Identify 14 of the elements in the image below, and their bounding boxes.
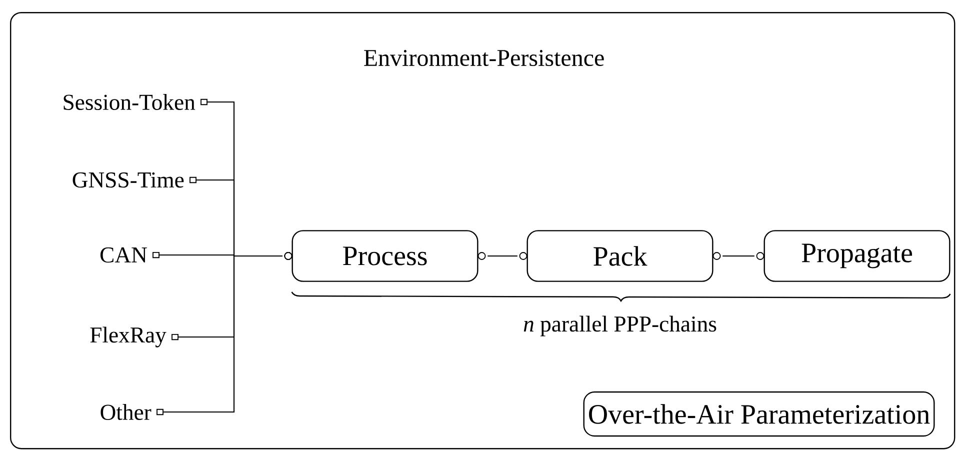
process-box: Propagate	[764, 230, 950, 282]
input-label: GNSS-Time	[72, 172, 184, 188]
parameter-box: Over-the-Air Parameterization	[583, 391, 935, 437]
frame-title: Environment-Persistence	[364, 50, 604, 66]
input-label: FlexRay	[90, 326, 166, 348]
brace-label: n parallel PPP-chains	[524, 316, 716, 336]
input-label: Session-Token	[64, 94, 196, 110]
connector	[156, 252, 292, 416]
process-box: Process	[292, 230, 478, 282]
input-label: CAN	[100, 247, 147, 263]
input-label: Other	[100, 404, 152, 420]
process-box: Pack	[526, 230, 714, 282]
connector	[478, 252, 528, 260]
connector	[712, 252, 764, 260]
